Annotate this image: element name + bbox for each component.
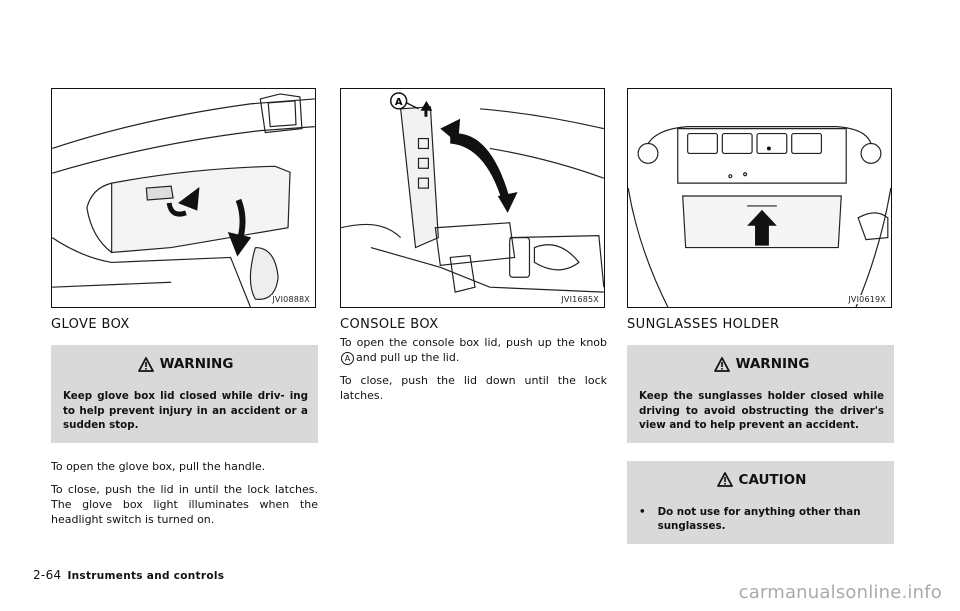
- callout-a-icon: A: [341, 352, 354, 365]
- section-heading: GLOVE BOX: [51, 317, 130, 332]
- console-box-figure: A JVI1685X: [340, 88, 605, 308]
- paragraph: To close, push the lid down until the lo…: [340, 374, 607, 402]
- page-number: 2-64: [33, 568, 62, 582]
- warning-text: Keep the sunglasses holder closed while …: [639, 390, 884, 431]
- sunglasses-holder-figure: JVI0619X: [627, 88, 892, 308]
- watermark: carmanualsonline.info: [738, 582, 942, 603]
- warning-triangle-icon: [137, 356, 154, 372]
- warning-box: WARNING Keep glove box lid closed while …: [51, 345, 318, 443]
- warning-header: WARNING: [63, 353, 308, 375]
- paragraph: To close, push the lid in until the lock…: [51, 482, 318, 526]
- column-sunglasses-holder: JVI0619X SUNGLASSES HOLDER WARNING Keep …: [627, 88, 894, 544]
- warning-text: Keep glove box lid closed while driv- in…: [63, 390, 308, 431]
- caution-box: CAUTION • Do not use for anything other …: [627, 460, 894, 544]
- warning-label: WARNING: [159, 356, 234, 372]
- figure-code: JVI1685X: [560, 295, 600, 304]
- section-name: Instruments and controls: [67, 570, 225, 582]
- paragraph-text: To open the console box lid, push up the…: [340, 336, 607, 349]
- caution-triangle-icon: [716, 472, 733, 487]
- caution-header: CAUTION: [639, 469, 884, 491]
- figure-code: JVI0888X: [271, 295, 311, 304]
- warning-triangle-icon: [713, 356, 730, 372]
- callout-a-label: A: [395, 97, 403, 108]
- caution-label: CAUTION: [738, 471, 807, 488]
- caution-list-item: • Do not use for anything other than sun…: [639, 505, 884, 534]
- figure-code: JVI0619X: [847, 295, 887, 304]
- paragraph-text: and pull up the lid.: [356, 351, 460, 364]
- column-console-box: A JVI1685X CONSOLE BOX To open the conso…: [340, 88, 607, 403]
- glove-box-figure: JVI0888X: [51, 88, 316, 308]
- paragraph: To open the glove box, pull the handle.: [51, 459, 266, 473]
- glove-box-illustration: [52, 93, 315, 307]
- bullet: •: [639, 505, 646, 518]
- warning-label: WARNING: [735, 356, 810, 372]
- paragraph: To open the console box lid, push up the…: [340, 335, 607, 365]
- console-box-illustration: A: [341, 92, 604, 293]
- column-glove-box: JVI0888X GLOVE BOX WARNING Keep glove bo…: [51, 88, 318, 527]
- warning-box: WARNING Keep the sunglasses holder close…: [627, 345, 894, 443]
- page-footer: 2-64 Instruments and controls: [33, 568, 224, 582]
- section-heading: SUNGLASSES HOLDER: [627, 317, 780, 332]
- sunglasses-holder-illustration: [628, 126, 891, 307]
- warning-header: WARNING: [639, 353, 884, 375]
- caution-text: Do not use for anything other than sungl…: [657, 505, 861, 533]
- section-heading: CONSOLE BOX: [340, 317, 439, 332]
